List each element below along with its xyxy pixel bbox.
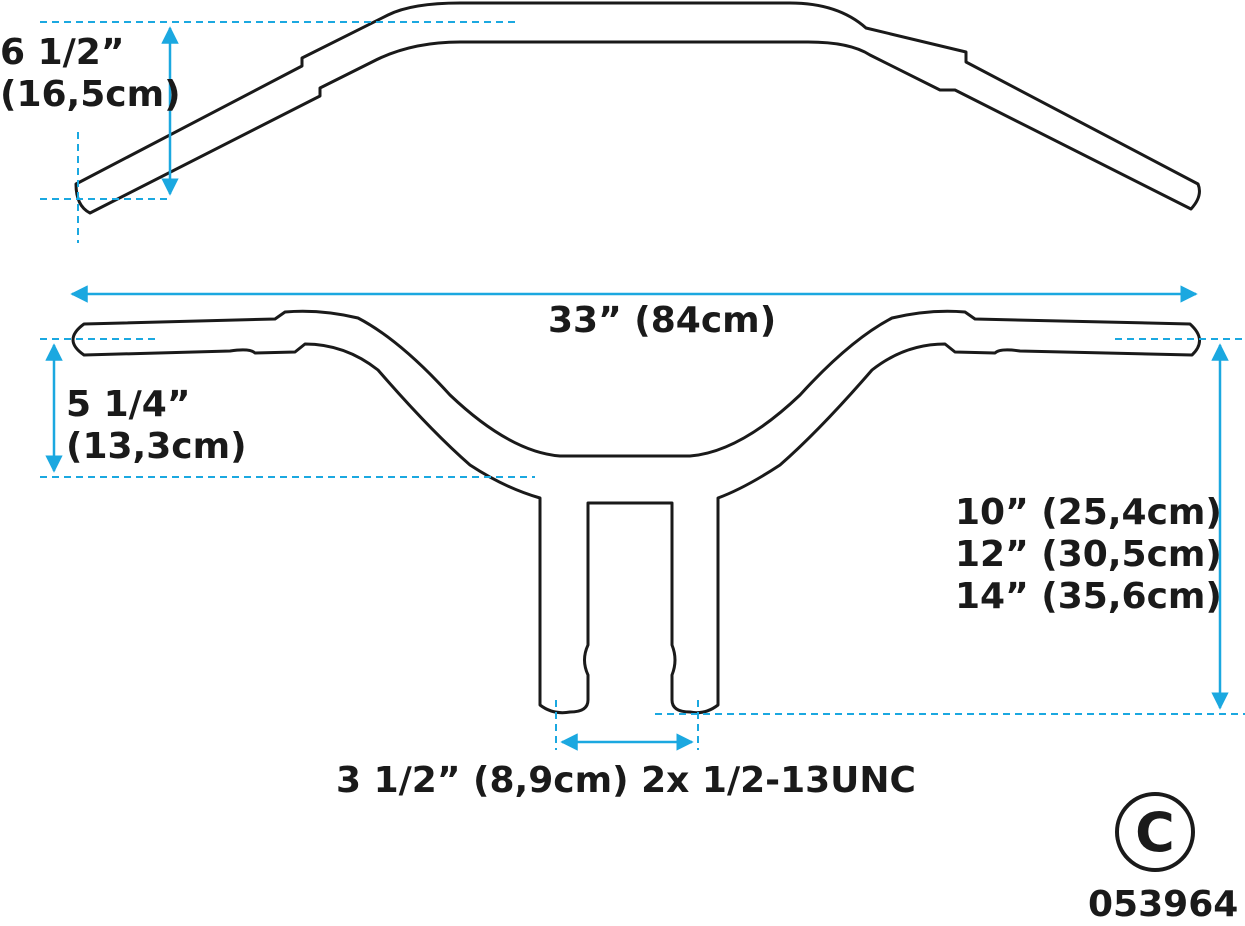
mount-label: 3 1/2” (8,9cm) 2x 1/2-13UNC (336, 760, 916, 801)
rise-cm-label: (16,5cm) (0, 74, 181, 115)
part-number: 053964 (1088, 884, 1239, 925)
rise-dimension (40, 21, 515, 243)
top-view-outline (71, 309, 1201, 715)
height-option-12: 12” (30,5cm) (955, 534, 1222, 575)
rise-inch-label: 6 1/2” (0, 32, 125, 73)
pullback-cm-label: (13,3cm) (66, 426, 247, 467)
side-view-outline (74, 1, 1201, 215)
riser-spacing-dimension (555, 700, 699, 751)
width-label: 33” (84cm) (548, 300, 777, 341)
style-badge: C (1115, 792, 1195, 872)
height-option-10: 10” (25,4cm) (955, 492, 1222, 533)
height-option-14: 14” (35,6cm) (955, 576, 1222, 617)
height-dimension (655, 338, 1245, 715)
pullback-inch-label: 5 1/4” (66, 384, 191, 425)
pullback-dimension (40, 338, 535, 478)
style-badge-letter: C (1135, 800, 1175, 864)
top-view-handlebar (71, 309, 1201, 715)
side-view-handlebar (74, 1, 1201, 215)
